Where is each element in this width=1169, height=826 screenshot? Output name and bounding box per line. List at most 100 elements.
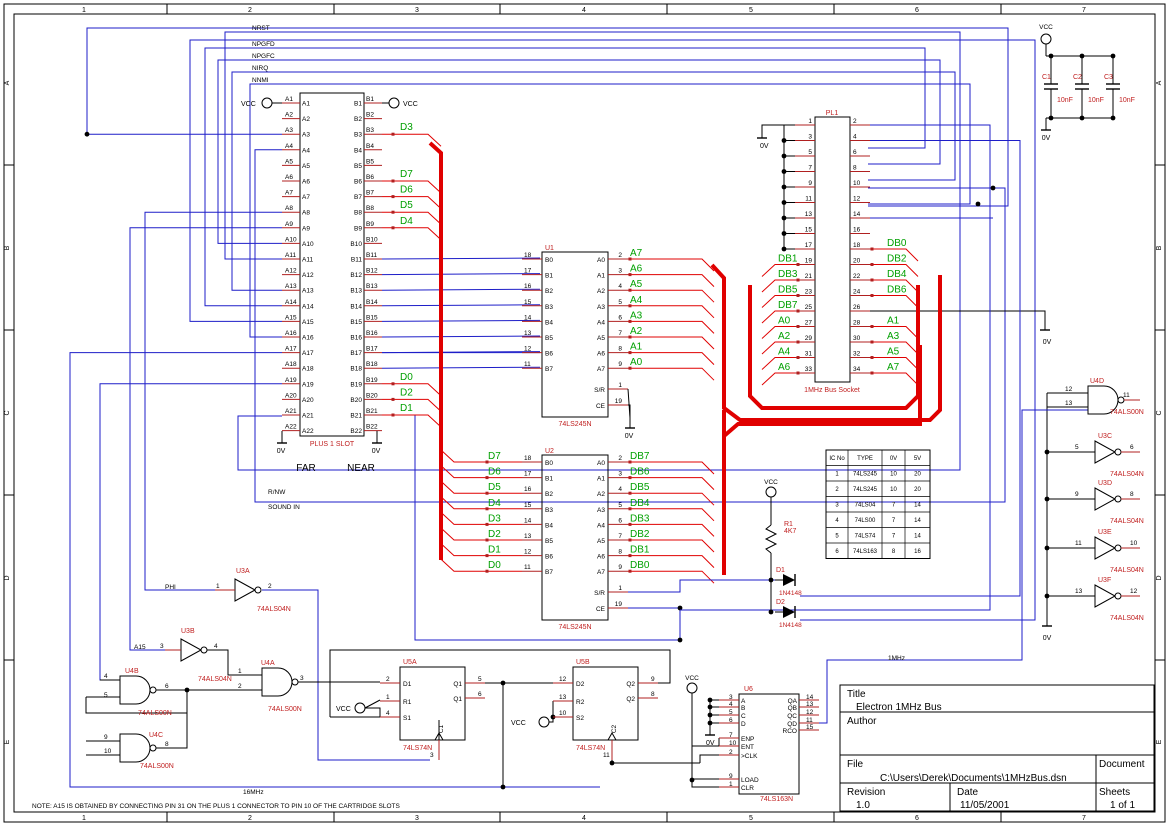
bus-entry [382, 227, 442, 241]
rnw-wire [224, 31, 961, 471]
ff-pin-name: Q1 [453, 696, 462, 703]
slot-pin-number: B1 [366, 96, 374, 103]
table-cell: 20 [914, 472, 921, 478]
ic-pin-number: 9 [729, 773, 733, 780]
slot-pin-name: B3 [354, 132, 362, 139]
gate-part: 74ALS04N [198, 676, 232, 683]
net-label: D1 [400, 403, 413, 414]
socket-pin-number: 14 [853, 211, 861, 218]
slot-pin-name: B5 [354, 163, 362, 170]
pl1-title: 1MHz Bus Socket [804, 387, 860, 394]
slot-pin-name: A10 [302, 241, 314, 248]
bus-entry [761, 341, 795, 355]
bus-entry [761, 357, 795, 370]
file-value: C:\Users\Derek\Documents\1MHzBus.dsn [880, 773, 1067, 784]
ff-pin-number: 10 [559, 710, 567, 717]
junction-dot [677, 637, 683, 643]
ic-pin-name: A6 [597, 351, 605, 358]
net-label: A4 [778, 347, 791, 358]
ic-pin-name: D [741, 721, 746, 728]
grid-col-label: 1 [82, 7, 86, 14]
gate-pin-number: 10 [1130, 540, 1138, 547]
ic-pin-name: B [741, 705, 745, 712]
pin-marker [628, 522, 632, 526]
socket-pin-number: 16 [853, 227, 861, 234]
slot-pin-number: A13 [285, 283, 297, 290]
pin-marker [485, 538, 489, 542]
bus-entry [628, 461, 715, 475]
slot-pin-number: A9 [285, 221, 293, 228]
slot-pin-number: A6 [285, 174, 293, 181]
diode-ref: D1 [776, 567, 785, 574]
ic-pin-name: A5 [597, 335, 605, 342]
ff-pin-number: 12 [559, 676, 567, 683]
slot-pin-name: B10 [350, 241, 362, 248]
ic-pin-number: 7 [618, 533, 622, 540]
slot-pin-name: A13 [302, 288, 314, 295]
gate-part: 74ALS00N [138, 710, 172, 717]
pin-marker [628, 569, 632, 573]
table-cell: 2 [835, 487, 839, 493]
gate-pin-number: 1 [238, 668, 242, 675]
junction-dot [707, 712, 713, 718]
gate-part: 74ALS04N [1110, 518, 1144, 525]
socket-pin-number: 7 [808, 165, 812, 172]
bus-to-socket [722, 345, 922, 441]
ff-ref: U5B [576, 659, 590, 666]
sound-wire [254, 149, 1006, 503]
ic-pin-name: B4 [545, 522, 553, 529]
table-cell: 7 [892, 518, 896, 524]
vcc-label: VCC [241, 101, 256, 108]
socket-pin-number: 5 [808, 149, 812, 156]
bus-entry [870, 248, 919, 262]
slot-pin-number: B2 [366, 112, 374, 119]
table-cell: 14 [914, 534, 921, 540]
npgfc-wire [217, 59, 941, 244]
grid-row-label: C [1156, 410, 1163, 415]
pin-marker [796, 356, 800, 359]
title-label: Title [847, 689, 866, 700]
table-cell: 3 [835, 503, 839, 509]
ic-power-table [825, 449, 931, 559]
slot-pin-number: B13 [366, 283, 378, 290]
net-label: A4 [630, 295, 643, 306]
inverter-bubble [200, 646, 208, 654]
junction-dot [84, 131, 90, 137]
ic-pin-name: B0 [545, 460, 553, 467]
wire [365, 707, 381, 717]
ic-pin-name: A3 [597, 304, 605, 311]
grid-col-label: 5 [749, 7, 753, 14]
ic-pin-number: 14 [524, 517, 532, 524]
net-label: A3 [630, 310, 643, 321]
ic-part: 74LS245N [558, 421, 591, 428]
socket-pin-number: 33 [805, 366, 813, 373]
net-label: A3 [887, 331, 900, 342]
ic-pin-name: QA [788, 698, 798, 705]
ff-pin-name: D1 [403, 681, 412, 688]
ic-pin-number: 3 [729, 694, 733, 701]
slot-pin-name: A21 [302, 413, 314, 420]
slot-pin-name: B22 [350, 428, 362, 435]
ff-pin-number: 9 [651, 676, 655, 683]
gate-pin-number: 5 [1075, 444, 1079, 451]
gate-pin-number: 10 [104, 748, 112, 755]
pin-marker [628, 366, 632, 370]
inverter-bubble [1114, 448, 1122, 456]
slot-pin-name: A16 [302, 335, 314, 342]
ic-pin-number: 17 [524, 268, 532, 275]
ic-pin-name: QB [788, 705, 797, 712]
ic-pin-number: 15 [806, 724, 814, 731]
socket-pin-number: 18 [853, 242, 861, 249]
far-label: FAR [296, 463, 315, 474]
ff-pin-number: 2 [386, 676, 390, 683]
phi-wire [144, 211, 282, 591]
pin-marker [485, 554, 489, 558]
net-label-sound: SOUND IN [268, 504, 300, 511]
grid-col-label: 3 [415, 7, 419, 14]
slot-pin-name: B17 [350, 350, 362, 357]
slot-pin-number: A18 [285, 361, 297, 368]
ic-pin-name: RCO [783, 728, 797, 735]
net-label-phi: PHI [165, 584, 176, 591]
inverter-bubble [1114, 495, 1122, 503]
